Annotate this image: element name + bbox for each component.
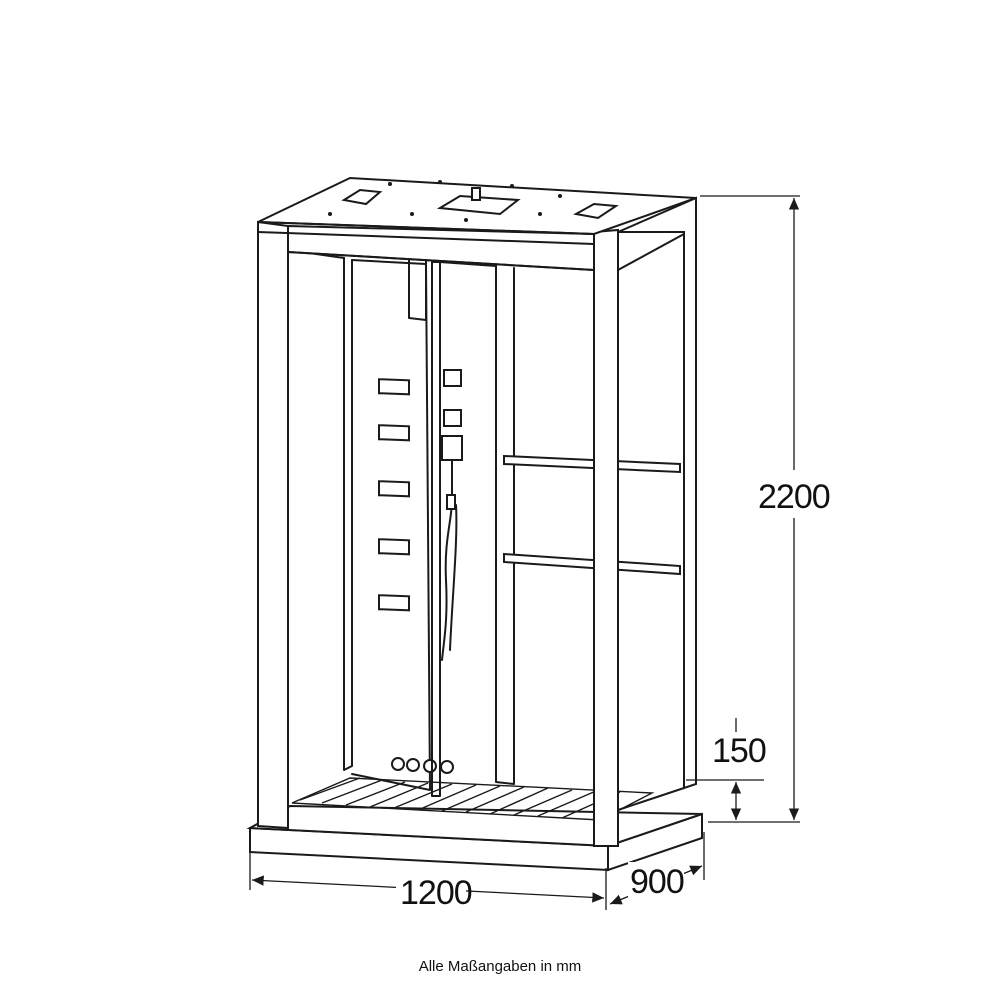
body-jet-3 (378, 480, 410, 498)
foot-jet-4 (440, 760, 454, 774)
control-knob-upper (443, 369, 462, 387)
hand-shower-hose (441, 459, 453, 661)
foot-jet-2 (406, 758, 420, 772)
depth-label: 900 (630, 863, 684, 901)
side-frame (617, 196, 697, 847)
width-label: 1200 (400, 874, 472, 912)
center-door (431, 261, 497, 797)
tray-height-dimension: 150 (686, 718, 767, 820)
width-dimension: 1200 (249, 838, 607, 912)
body-jet-4 (378, 538, 410, 556)
roof-light-left (341, 188, 383, 206)
hand-shower-holder (441, 435, 463, 461)
height-dimension: 2200 (700, 195, 832, 823)
height-label: 2200 (758, 478, 830, 516)
units-footnote: Alle Maßangaben in mm (418, 958, 582, 975)
side-shelves (503, 454, 681, 576)
body-jet-1 (378, 378, 410, 396)
roof-light-right (573, 202, 619, 220)
depth-dimension: 900 (609, 832, 705, 905)
rain-shower-head (436, 194, 521, 216)
shower-tray (246, 804, 703, 872)
tray-height-label: 150 (712, 732, 766, 770)
foot-jet-3 (423, 759, 437, 773)
foot-jet-1 (391, 757, 405, 771)
control-knob-lower (443, 409, 462, 427)
body-jet-5 (378, 594, 410, 612)
back-panel (351, 257, 454, 791)
back-frame (287, 249, 515, 785)
body-jet-2 (378, 424, 410, 442)
cabin-roof (257, 176, 697, 245)
front-frame (257, 220, 619, 847)
